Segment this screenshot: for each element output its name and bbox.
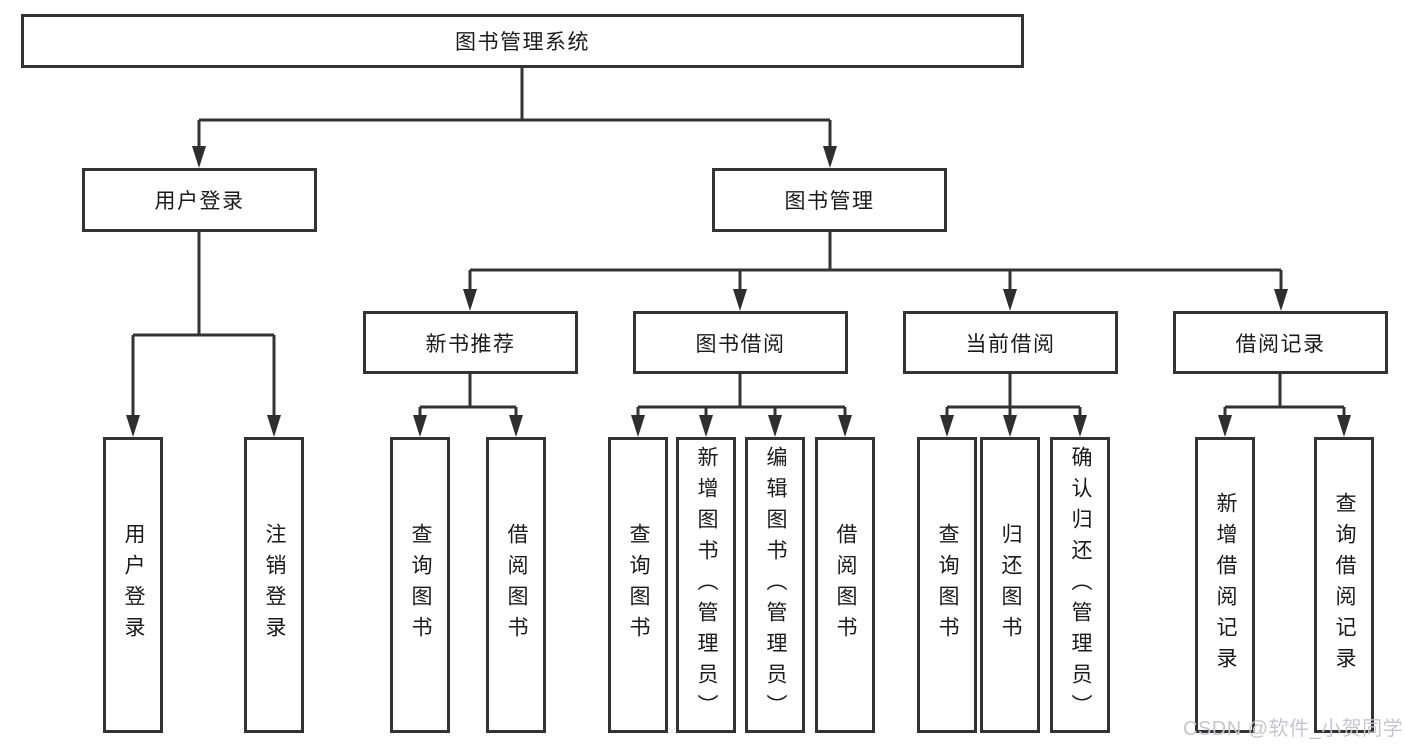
leaf-query-books-1: 查询图书: [390, 437, 450, 733]
leaf-add-borrow-record: 新增借阅记录: [1195, 437, 1255, 733]
node-borrowing-records: 借阅记录: [1173, 311, 1388, 374]
node-book-borrowing: 图书借阅: [633, 311, 848, 374]
leaf-query-borrow-record: 查询借阅记录: [1314, 437, 1374, 733]
leaf-add-book-admin: 新增图书（管理员）: [676, 437, 736, 733]
node-new-book-recommendation: 新书推荐: [363, 311, 578, 374]
node-book-management: 图书管理: [712, 168, 947, 232]
node-user-login: 用户登录: [82, 168, 317, 232]
leaf-return-books: 归还图书: [980, 437, 1040, 733]
leaf-edit-book-admin: 编辑图书（管理员）: [745, 437, 805, 733]
leaf-borrow-books-1: 借阅图书: [486, 437, 546, 733]
leaf-query-books-2: 查询图书: [608, 437, 668, 733]
leaf-confirm-return-admin: 确认归还（管理员）: [1050, 437, 1110, 733]
leaf-logout: 注销登录: [244, 437, 304, 733]
node-current-borrowing: 当前借阅: [903, 311, 1118, 374]
leaf-borrow-books-2: 借阅图书: [815, 437, 875, 733]
leaf-user-login: 用户登录: [103, 437, 163, 733]
leaf-query-books-3: 查询图书: [917, 437, 977, 733]
node-library-management-system: 图书管理系统: [21, 14, 1024, 68]
csdn-watermark: CSDN @软件_小贺同学: [1183, 718, 1404, 740]
